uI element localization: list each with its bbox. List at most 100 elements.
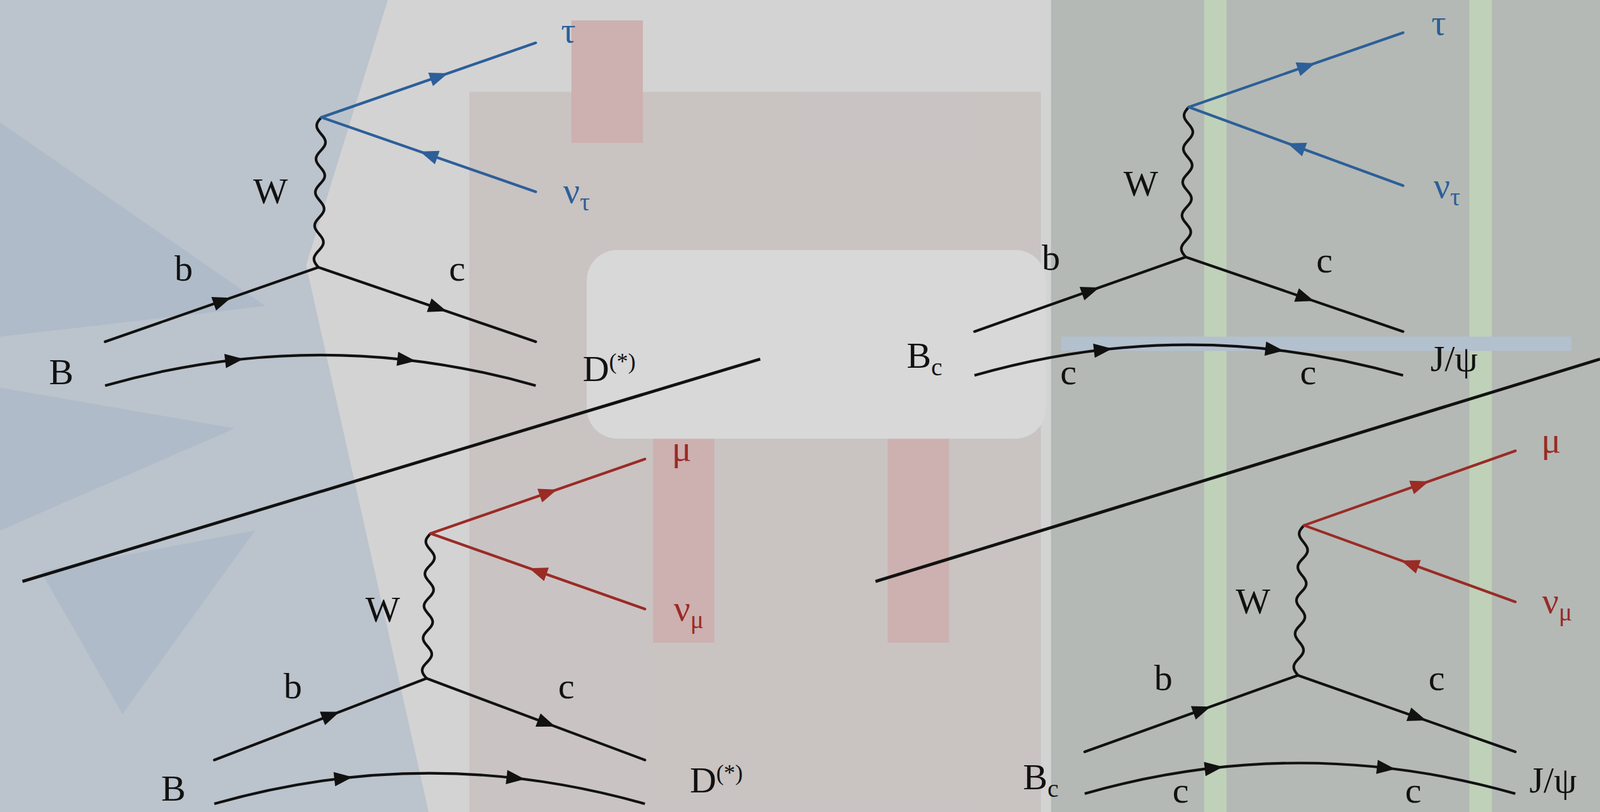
arrow-head	[319, 711, 340, 726]
arrow-head	[529, 567, 549, 581]
w-boson-line	[1294, 525, 1308, 676]
boson-label: W	[1123, 165, 1159, 203]
lepton-label: μ	[671, 430, 692, 468]
detector-part	[653, 438, 715, 643]
detector-cable	[1061, 336, 1572, 352]
quark-label: c	[1060, 354, 1077, 391]
symbol-main: ν	[1542, 580, 1559, 622]
quark-label: b	[1041, 239, 1061, 277]
arrow-head	[426, 298, 447, 312]
lepton-label: τ	[560, 12, 576, 49]
symbol-subscript: τ	[1450, 183, 1461, 212]
arrow-head	[1287, 142, 1307, 157]
neutrino-label: νμ	[1542, 582, 1573, 626]
neutrino-label: νμ	[673, 591, 704, 634]
symbol-main: ν	[563, 170, 580, 212]
quark-label: b	[283, 668, 303, 705]
neutrino-label: ντ	[1433, 167, 1461, 210]
detector-frame	[469, 91, 1042, 812]
meson-label: Bc	[1022, 759, 1059, 802]
b-quark-line	[1084, 675, 1298, 753]
symbol-main: B	[906, 335, 932, 377]
b-quark-line	[974, 257, 1186, 332]
symbol-subscript: μ	[1558, 598, 1573, 627]
quark-label: b	[174, 250, 193, 288]
neutrino-label: ντ	[563, 172, 590, 215]
quark-label: c	[1405, 772, 1422, 810]
meson-label: D(*)	[582, 350, 636, 389]
quark-label: c	[1299, 354, 1317, 391]
symbol-subscript: μ	[690, 606, 704, 635]
w-boson-line	[422, 533, 435, 679]
quark-label: c	[1428, 659, 1446, 697]
lepton-label: τ	[1431, 4, 1446, 42]
w-boson-line	[314, 117, 326, 268]
arrow-head	[535, 713, 556, 727]
neutrino-line	[1304, 525, 1516, 602]
arrow-head	[211, 297, 231, 311]
symbol-main: B	[1022, 756, 1048, 798]
detector-panel	[0, 122, 266, 715]
arrow-head	[505, 770, 525, 785]
b-quark-line	[104, 267, 318, 342]
arrow-head	[1294, 288, 1314, 302]
boson-label: W	[1235, 583, 1271, 621]
c-quark-line	[426, 678, 645, 761]
symbol-main: ν	[1433, 164, 1451, 207]
neutrino-line	[430, 533, 645, 609]
detector-rail	[1469, 0, 1492, 812]
spectator-quark-line	[104, 355, 536, 386]
detector-fan	[0, 0, 429, 812]
spectator-quark-line	[1084, 763, 1516, 794]
arrow-head	[1400, 560, 1421, 574]
detector-core	[586, 250, 1046, 440]
quark-label: c	[1172, 772, 1190, 810]
quark-label: c	[448, 250, 466, 288]
c-quark-line	[1185, 257, 1404, 332]
detector-frame	[1051, 0, 1600, 812]
w-boson-line	[1181, 107, 1193, 258]
boson-label: W	[252, 173, 288, 210]
quark-label: b	[1154, 659, 1173, 697]
arrow-head	[333, 772, 353, 787]
arrow-head	[537, 489, 557, 503]
arrow-head	[1409, 481, 1429, 495]
arrow-head	[1295, 62, 1315, 76]
charged-lepton-line	[1304, 451, 1516, 526]
lepton-label: μ	[1541, 422, 1561, 459]
spectator-quark-line	[214, 773, 645, 805]
quark-label: c	[1316, 242, 1333, 279]
neutrino-line	[1188, 107, 1403, 186]
meson-label: J/ψ	[1529, 762, 1577, 800]
symbol-subscript: c	[931, 353, 943, 382]
arrow-head	[419, 151, 440, 165]
arrow-head	[396, 352, 416, 367]
c-quark-line	[318, 267, 537, 342]
symbol-subscript: τ	[579, 188, 590, 217]
charged-lepton-line	[430, 458, 645, 534]
arrow-head	[1093, 343, 1112, 358]
boson-label: W	[365, 591, 401, 629]
b-quark-line	[214, 678, 427, 761]
c-quark-line	[1297, 675, 1516, 753]
spectator-quark-line	[974, 345, 1404, 376]
arrow-head	[1264, 341, 1284, 356]
symbol-subscript: c	[1047, 775, 1059, 803]
divider-line	[875, 359, 1600, 582]
symbol-superscript: (*)	[716, 759, 743, 786]
arrow-head	[1376, 759, 1396, 774]
meson-label: B	[49, 354, 74, 391]
detector-part	[887, 438, 949, 643]
arrow-head	[1406, 708, 1427, 722]
neutrino-line	[321, 117, 536, 193]
symbol-superscript: (*)	[609, 348, 636, 375]
arrow-head	[1203, 762, 1223, 777]
arrow-head	[1079, 287, 1100, 301]
arrow-head	[224, 354, 244, 368]
charged-lepton-line	[1188, 32, 1403, 108]
